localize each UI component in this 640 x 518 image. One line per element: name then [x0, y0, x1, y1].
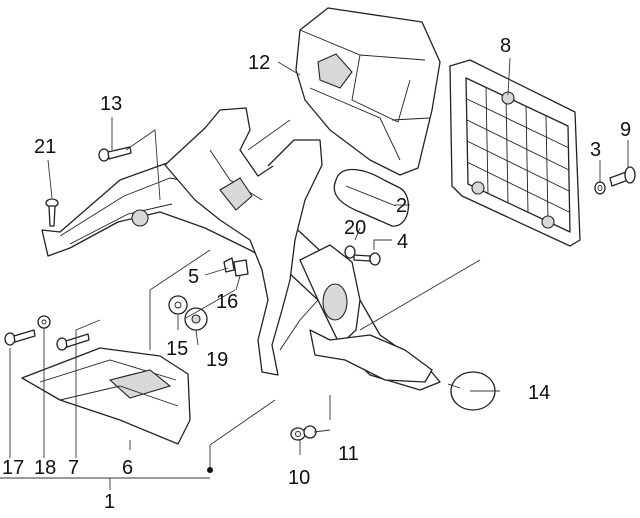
part-13-screw[interactable]: [98, 146, 132, 162]
part-15-grommet[interactable]: [168, 295, 188, 315]
leader-lines: [0, 57, 629, 490]
callout-5: 5: [188, 266, 199, 288]
callout-8: 8: [500, 35, 511, 57]
callout-11: 11: [338, 443, 359, 465]
callout-18: 18: [34, 457, 56, 479]
part-7-screw[interactable]: [56, 333, 90, 351]
part-3-washer[interactable]: [594, 181, 606, 195]
part-8-plate-holder[interactable]: [449, 59, 581, 247]
part-19-bushing[interactable]: [184, 307, 208, 331]
part-1-rear-mudguard-assembly[interactable]: [41, 107, 441, 391]
part-18-washer[interactable]: [37, 315, 51, 329]
callout-12: 12: [248, 52, 270, 74]
callout-19: 19: [206, 349, 228, 371]
callout-9: 9: [620, 119, 631, 141]
part-4-screw[interactable]: [353, 252, 381, 266]
callout-20: 20: [344, 217, 366, 239]
callout-16: 16: [216, 291, 238, 313]
part-17-screw[interactable]: [4, 329, 36, 346]
callout-labels: 12 8 9 3 2 4 20 13 21 5 16 15 19 14 11 1…: [2, 35, 631, 513]
callout-10: 10: [288, 467, 310, 489]
part-12-tail-light-housing[interactable]: [295, 7, 441, 176]
callout-3: 3: [590, 139, 601, 161]
part-21-screw[interactable]: [45, 198, 59, 227]
part-2-lens[interactable]: [333, 168, 410, 227]
callout-14: 14: [528, 382, 550, 404]
part-5-clip[interactable]: [223, 257, 235, 273]
part-9-screw[interactable]: [609, 166, 636, 187]
part-10-nut[interactable]: [290, 427, 306, 441]
callout-1: 1: [104, 491, 115, 513]
part-6-splash-guard[interactable]: [21, 347, 191, 445]
callout-6: 6: [122, 457, 133, 479]
callout-21: 21: [34, 136, 56, 158]
part-16-clip[interactable]: [233, 259, 249, 277]
callout-2: 2: [396, 195, 407, 217]
callout-7: 7: [68, 457, 79, 479]
callout-17: 17: [2, 457, 24, 479]
callout-13: 13: [100, 93, 122, 115]
part-20-washer[interactable]: [344, 245, 356, 259]
callout-15: 15: [166, 338, 188, 360]
callout-4: 4: [397, 231, 408, 253]
